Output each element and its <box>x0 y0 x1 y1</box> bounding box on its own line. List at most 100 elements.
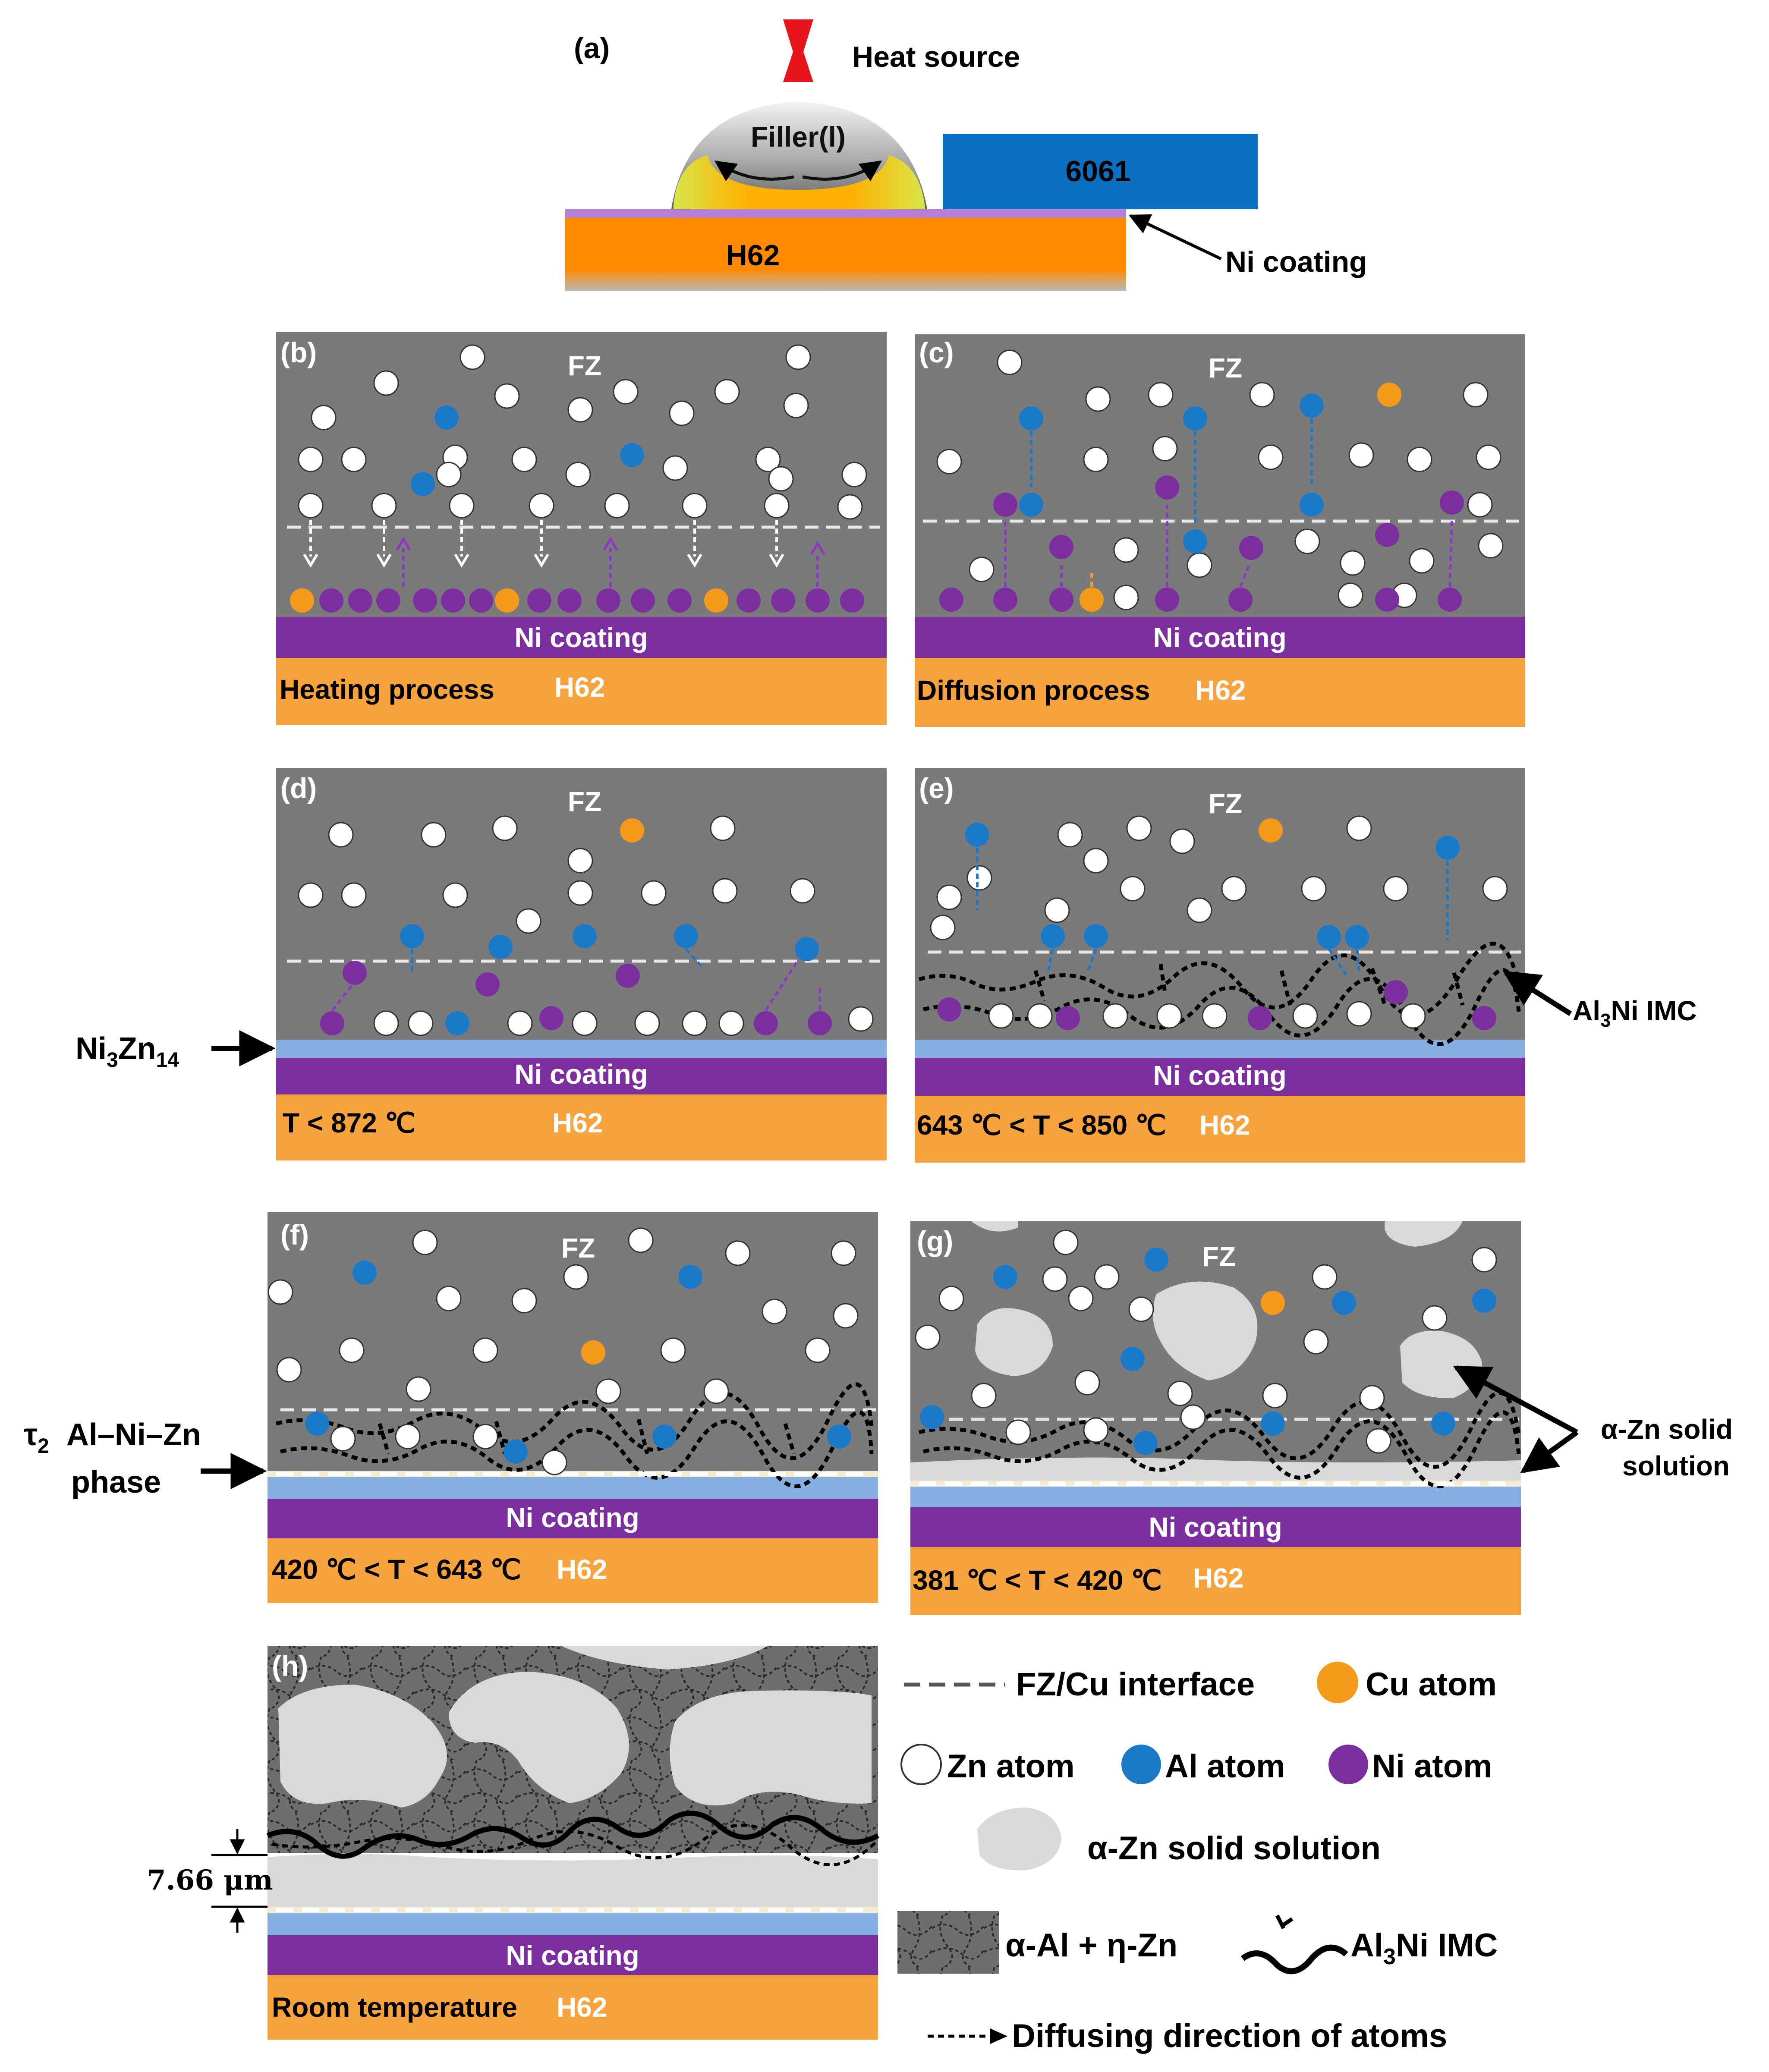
plate-h62 <box>565 218 1126 291</box>
ni-atom <box>319 588 343 613</box>
zn-atom <box>988 1003 1014 1029</box>
h62-layer-f <box>268 1538 878 1603</box>
fz-label-f: FZ <box>561 1233 595 1264</box>
ni-atom <box>441 588 465 613</box>
ni-atom <box>348 588 372 613</box>
tau2-tail: Al–Ni–Zn <box>66 1418 201 1452</box>
alpha-zn-blob <box>971 1221 1018 1232</box>
zn-atom <box>783 393 809 418</box>
panel-h-label: (h) <box>272 1650 308 1682</box>
al-atom <box>353 1261 377 1285</box>
ni-atom <box>1384 980 1408 1004</box>
zn-atom <box>966 865 992 891</box>
legend-eutectic-label: α-Al + η-Zn <box>1005 1927 1177 1964</box>
zn-atom <box>841 462 867 487</box>
zn-atom <box>298 493 324 519</box>
zn-atom <box>567 397 593 423</box>
zn-atom <box>1383 876 1409 902</box>
zn-atom <box>567 880 593 906</box>
zn-atom <box>1113 585 1139 610</box>
zn-atom <box>938 1286 964 1311</box>
fz-region-e <box>915 768 1525 1040</box>
zn-atom <box>936 884 962 910</box>
zn-atom <box>1467 492 1493 518</box>
caption-d: T < 872 ℃ <box>283 1107 415 1138</box>
ni-atom <box>1155 588 1179 612</box>
heat-source-label: Heat source <box>852 41 1020 73</box>
diffusion-arrows-e <box>976 848 1449 976</box>
alpha-zn-blob <box>449 1672 629 1803</box>
zn-atom <box>563 1264 589 1290</box>
ni-coating-layer-d <box>276 1058 887 1094</box>
zn-atom <box>511 446 537 472</box>
zn-atom <box>1128 1296 1154 1322</box>
zn-atom <box>1156 1003 1182 1029</box>
ni-atom <box>413 588 437 613</box>
zn-atom <box>703 1378 729 1404</box>
zn-atom <box>1126 815 1152 841</box>
al-atom <box>1300 493 1324 517</box>
zn-atom <box>373 370 399 396</box>
ni-coating-label-e: Ni coating <box>1153 1060 1286 1091</box>
zn-atom <box>628 1227 654 1253</box>
zn-atom <box>311 405 337 431</box>
al-atom <box>1041 924 1065 948</box>
zn-atom <box>442 882 468 908</box>
zn-atom <box>1120 876 1146 902</box>
al-atom <box>305 1412 329 1436</box>
zn-atom <box>1338 582 1363 608</box>
al-atom <box>965 823 989 847</box>
flow-arrow-right <box>802 160 882 182</box>
zn-atom <box>276 1357 302 1383</box>
zn-atom <box>268 1279 293 1305</box>
plate-6061 <box>943 134 1258 209</box>
zn-atom <box>341 882 367 908</box>
diffusion-arrows-c <box>1004 418 1453 588</box>
h62-layer-b <box>276 658 887 725</box>
zn-atom <box>1202 1003 1228 1029</box>
ni3zn14-layer-f <box>268 1477 878 1499</box>
zn-atom <box>1094 1264 1120 1290</box>
h62-layer-e <box>915 1096 1525 1163</box>
zn-atom <box>969 557 995 582</box>
zn-atom <box>529 493 554 519</box>
svg-text:Ni3Zn14: Ni3Zn14 <box>76 1031 179 1072</box>
zn-atom <box>762 1299 787 1324</box>
zn-atom <box>1074 1370 1100 1396</box>
zn-atom <box>1471 1247 1497 1273</box>
zn-atom <box>1348 442 1374 468</box>
legend-diffusing-arrowhead <box>990 2028 1007 2044</box>
legend-ni-label: Ni atom <box>1372 1748 1492 1785</box>
alpha-zn-arrow-1 <box>1453 1365 1578 1435</box>
zn-atom <box>682 1010 708 1036</box>
ni-atom <box>376 588 400 613</box>
alpha-zn-blob <box>1384 1221 1463 1247</box>
al-atom <box>488 935 513 959</box>
ni3zn14-sub1: 3 <box>107 1049 118 1072</box>
h62-label-g: H62 <box>1193 1563 1243 1594</box>
zn-atom <box>936 449 962 475</box>
plate-h62-label: H62 <box>726 239 780 272</box>
alpha-zn-blob <box>670 1690 872 1805</box>
zn-atom <box>1148 382 1174 408</box>
plate-6061-label: 6061 <box>1065 155 1130 188</box>
heat-source-icon <box>783 19 813 82</box>
zn-atom <box>395 1424 421 1449</box>
atoms-c <box>936 349 1504 612</box>
alpha-zn-line2: solution <box>1622 1450 1730 1481</box>
ni-atom <box>806 588 830 613</box>
panel-b: (b) FZ Ni coating Heating process H62 <box>276 332 887 725</box>
filler-label: Filler(l) <box>751 121 846 153</box>
zn-atom <box>1407 446 1432 472</box>
zn-atom <box>298 882 324 908</box>
al3ni-imc-f <box>275 1382 874 1488</box>
zn-atom <box>298 446 324 472</box>
zn-atom <box>1152 436 1178 462</box>
zn-atom <box>494 383 520 409</box>
zn-atom <box>1294 528 1320 554</box>
cu-atom <box>620 818 644 843</box>
legend-ni-swatch <box>1328 1745 1368 1784</box>
zn-atom <box>790 878 815 904</box>
zn-atom <box>831 1240 856 1266</box>
h62-label-d: H62 <box>552 1107 603 1138</box>
